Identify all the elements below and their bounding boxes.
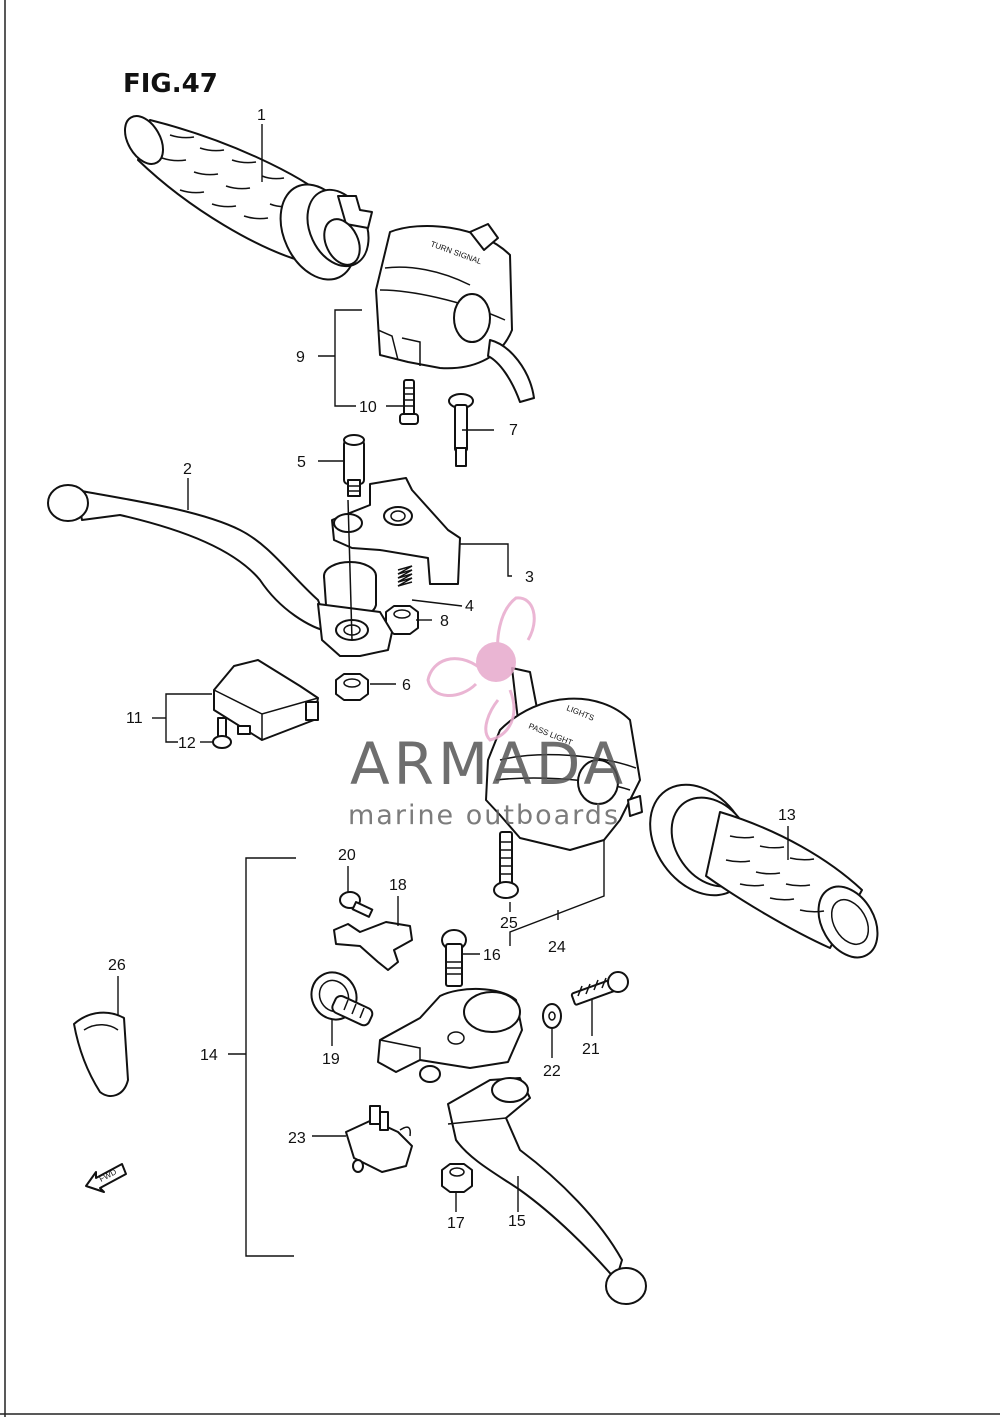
- fwd-arrow-icon: FWD: [85, 1163, 127, 1193]
- callout-14: 14: [200, 1047, 218, 1064]
- callout-22: 22: [543, 1063, 561, 1080]
- callout-15: 15: [508, 1213, 526, 1230]
- callout-18: 18: [389, 877, 407, 894]
- lever-holder: [377, 988, 523, 1083]
- propeller-hub: [476, 642, 516, 682]
- callout-5: 5: [297, 454, 306, 471]
- screw-5: [343, 434, 365, 497]
- callout-6: 6: [402, 677, 411, 694]
- left-switch-housing: TURN SIGNAL: [375, 223, 535, 403]
- right-grip: [649, 783, 879, 959]
- brake-switch-11: [213, 659, 319, 741]
- callout-25: 25: [500, 915, 518, 932]
- spring-4: [397, 565, 413, 587]
- callout-16: 16: [483, 947, 501, 964]
- callout-10: 10: [359, 399, 377, 416]
- callout-7: 7: [509, 422, 518, 439]
- callout-4: 4: [465, 598, 474, 615]
- callout-20: 20: [338, 847, 356, 864]
- propeller-blade: [496, 596, 536, 665]
- screw-20: [339, 891, 374, 918]
- propeller-blade: [484, 689, 516, 742]
- figure-title: FIG.47: [123, 69, 218, 99]
- watermark-brand: ARMADA: [350, 730, 627, 798]
- callout-11: 11: [126, 710, 143, 727]
- right-switch-housing: LIGHTS PASS LIGHT: [485, 667, 643, 851]
- bolt-16: [441, 929, 467, 987]
- screw-7: [448, 393, 474, 467]
- callout-1: 1: [257, 107, 266, 124]
- callout-8: 8: [440, 613, 449, 630]
- left-grip: [124, 115, 373, 281]
- callout-17: 17: [447, 1215, 465, 1232]
- washer-22: [542, 1003, 562, 1029]
- callout-24: 24: [548, 939, 566, 956]
- screw-10: [399, 379, 419, 425]
- propeller-logo-icon: [426, 596, 536, 742]
- lever-15: [447, 1077, 647, 1305]
- propeller-blade: [426, 657, 481, 697]
- callout-26: 26: [108, 957, 126, 974]
- callout-13: 13: [778, 807, 796, 824]
- callout-3: 3: [525, 569, 534, 586]
- callout-2: 2: [183, 461, 192, 478]
- callouts: 1 2 3 4 5 6 7 8 9 10 11 12 13 14 15 16 1…: [108, 107, 796, 1232]
- adjuster-19: [310, 971, 374, 1027]
- bracket-18: [333, 921, 413, 971]
- callout-12: 12: [178, 735, 196, 752]
- nut-6: [335, 673, 369, 701]
- callout-23: 23: [288, 1130, 306, 1147]
- cover-26: [73, 1011, 129, 1097]
- callout-21: 21: [582, 1041, 600, 1058]
- leader-lines: [117, 124, 789, 1257]
- watermark-tagline: marine outboards: [348, 800, 620, 831]
- callout-19: 19: [322, 1051, 340, 1068]
- switch-23: [345, 1105, 413, 1173]
- bolt-21: [570, 971, 629, 1006]
- screw-25: [493, 831, 519, 899]
- watermark: ARMADA marine outboards: [348, 596, 627, 831]
- nut-17: [441, 1163, 473, 1193]
- lever-2: [47, 484, 393, 657]
- callout-9: 9: [296, 349, 305, 366]
